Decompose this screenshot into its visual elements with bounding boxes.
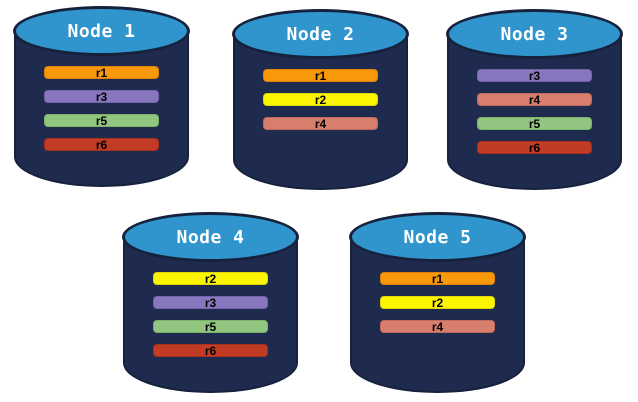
node-1-replica-list: r1 r3 r5 r6 xyxy=(44,66,159,152)
node-5-replica-list: r1 r2 r4 xyxy=(380,272,495,334)
replica-bar: r3 xyxy=(153,296,268,310)
replica-bar: r3 xyxy=(44,90,159,104)
replica-bar: r2 xyxy=(380,296,495,310)
node-1-cylinder-top: Node 1 xyxy=(13,6,190,56)
replica-bar: r5 xyxy=(477,117,592,131)
replica-bar: r4 xyxy=(477,93,592,107)
replica-bar: r2 xyxy=(153,272,268,286)
node-1-cylinder-body xyxy=(14,31,189,187)
replica-bar: r5 xyxy=(44,114,159,128)
replica-bar: r6 xyxy=(153,344,268,358)
node-2-replica-list: r1 r2 r4 xyxy=(263,69,378,131)
node-2-cylinder: Node 2 r1 r2 r4 xyxy=(232,9,409,190)
node-title: Node 1 xyxy=(67,20,136,42)
node-title: Node 3 xyxy=(500,23,569,45)
node-5-cylinder-top: Node 5 xyxy=(349,212,526,262)
node-4-cylinder-top: Node 4 xyxy=(122,212,299,262)
replica-bar: r4 xyxy=(263,117,378,131)
node-title: Node 4 xyxy=(176,226,245,248)
node-3-cylinder-body xyxy=(447,34,622,190)
node-3-replica-list: r3 r4 r5 r6 xyxy=(477,69,592,155)
node-1-cylinder: Node 1 r1 r3 r5 r6 xyxy=(13,6,190,187)
replica-bar: r1 xyxy=(380,272,495,286)
node-3-cylinder-top: Node 3 xyxy=(446,9,623,59)
node-title: Node 5 xyxy=(403,226,472,248)
node-4-replica-list: r2 r3 r5 r6 xyxy=(153,272,268,358)
replica-bar: r3 xyxy=(477,69,592,83)
replica-bar: r6 xyxy=(44,138,159,152)
replica-bar: r2 xyxy=(263,93,378,107)
node-4-cylinder: Node 4 r2 r3 r5 r6 xyxy=(122,212,299,393)
node-4-cylinder-body xyxy=(123,237,298,393)
replica-bar: r5 xyxy=(153,320,268,334)
node-title: Node 2 xyxy=(286,23,355,45)
replica-bar: r1 xyxy=(44,66,159,80)
node-5-cylinder: Node 5 r1 r2 r4 xyxy=(349,212,526,393)
replica-bar: r1 xyxy=(263,69,378,83)
node-5-cylinder-body xyxy=(350,237,525,393)
node-2-cylinder-top: Node 2 xyxy=(232,9,409,59)
node-3-cylinder: Node 3 r3 r4 r5 r6 xyxy=(446,9,623,190)
node-2-cylinder-body xyxy=(233,34,408,190)
replica-bar: r6 xyxy=(477,141,592,155)
replica-bar: r4 xyxy=(380,320,495,334)
